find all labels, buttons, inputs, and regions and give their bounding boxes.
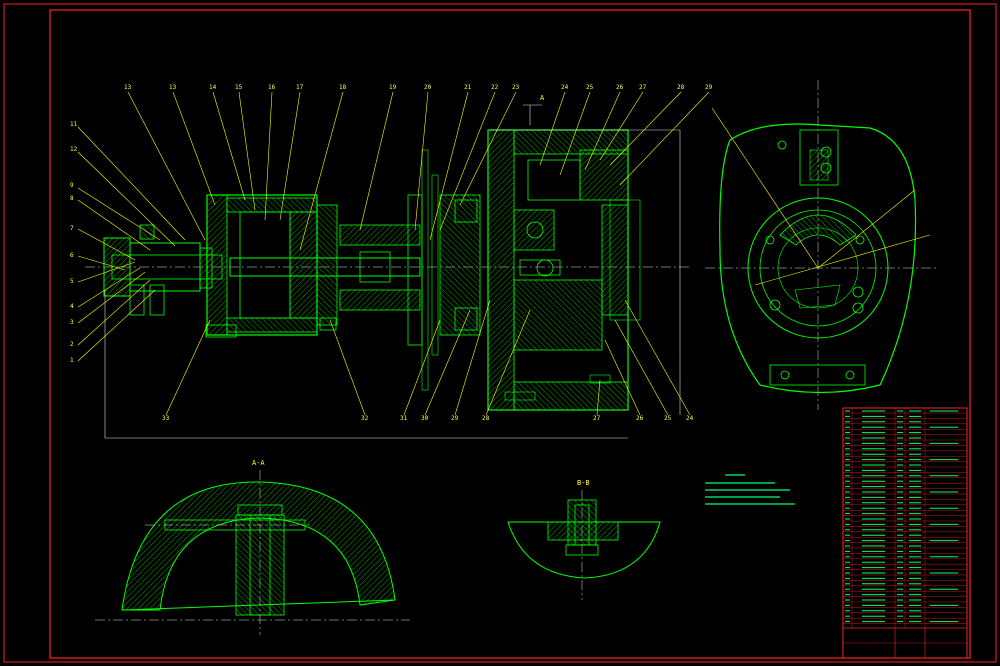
inner-frame xyxy=(49,9,971,659)
callout-left-5: 7 xyxy=(70,225,74,232)
section-b-b: B-B xyxy=(507,479,661,600)
callout-left-3: 9 xyxy=(70,182,74,189)
callout-top-8: 19 xyxy=(389,84,397,91)
leader-lines xyxy=(77,91,710,416)
callout-left-1: 11 xyxy=(70,121,78,128)
callout-bottom-4: 30 xyxy=(421,415,429,422)
section-a-a-label: A-A xyxy=(252,459,265,467)
callout-bottom-9: 25 xyxy=(664,415,672,422)
callout-top-17: 28 xyxy=(677,84,685,91)
callout-top-12: 23 xyxy=(512,84,520,91)
callout-left-6: 6 xyxy=(70,252,74,259)
callout-top-18: 29 xyxy=(705,84,713,91)
callout-labels: 11 12 9 8 7 6 5 4 3 2 1 13 13 14 15 16 1… xyxy=(70,84,713,422)
callout-bottom-7: 27 xyxy=(593,415,601,422)
section-a-a: A-A xyxy=(95,459,410,635)
callout-bottom-6: 28 xyxy=(482,415,490,422)
callout-top-9: 20 xyxy=(424,84,432,91)
callout-top-6: 17 xyxy=(296,84,304,91)
callout-left-9: 3 xyxy=(70,319,74,326)
section-b-b-label: B-B xyxy=(577,479,590,487)
callout-top-16: 27 xyxy=(639,84,647,91)
callout-top-14: 25 xyxy=(586,84,594,91)
technical-notes xyxy=(705,474,795,505)
callout-top-5: 16 xyxy=(268,84,276,91)
callout-top-13: 24 xyxy=(561,84,569,91)
callout-bottom-5: 29 xyxy=(451,415,459,422)
outer-frame xyxy=(3,3,997,663)
callout-bottom-3: 31 xyxy=(400,415,408,422)
callout-top-1: 13 xyxy=(124,84,132,91)
callout-bottom-1: 33 xyxy=(162,415,170,422)
callout-left-10: 2 xyxy=(70,341,74,348)
title-block xyxy=(842,407,968,659)
callout-top-15: 26 xyxy=(616,84,624,91)
callout-top-10: 21 xyxy=(464,84,472,91)
section-arrow-a: A xyxy=(540,94,545,102)
main-section-view xyxy=(85,104,690,439)
callout-top-3: 14 xyxy=(209,84,217,91)
end-view xyxy=(705,80,938,410)
callout-bottom-10: 24 xyxy=(686,415,694,422)
callout-left-11: 1 xyxy=(70,357,74,364)
callout-left-8: 4 xyxy=(70,303,74,310)
callout-left-4: 8 xyxy=(70,195,74,202)
callout-bottom-8: 26 xyxy=(636,415,644,422)
callout-top-4: 15 xyxy=(235,84,243,91)
callout-bottom-2: 32 xyxy=(361,415,369,422)
callout-top-7: 18 xyxy=(339,84,347,91)
callout-top-11: 22 xyxy=(491,84,499,91)
callout-left-7: 5 xyxy=(70,278,74,285)
callout-left-2: 12 xyxy=(70,146,78,153)
callout-top-2: 13 xyxy=(169,84,177,91)
